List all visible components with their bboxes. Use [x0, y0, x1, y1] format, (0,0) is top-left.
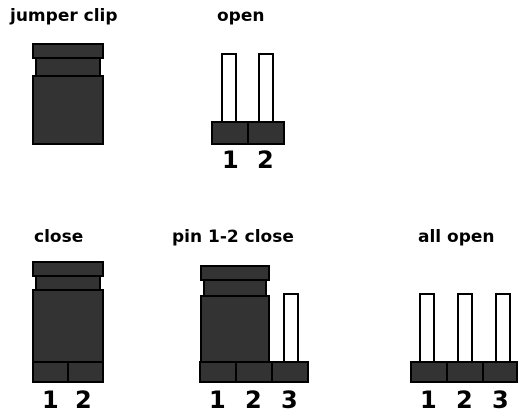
- label-jumper-clip: jumper clip: [10, 6, 118, 26]
- open-header-icon: [211, 53, 285, 145]
- open-pin-number-2: 2: [257, 146, 274, 174]
- all-open-pin-number-3: 3: [492, 386, 509, 414]
- label-close: close: [34, 227, 84, 247]
- all-open-pin-number-1: 1: [420, 386, 437, 414]
- close-header-icon: [32, 261, 104, 383]
- label-all-open: all open: [418, 227, 495, 247]
- all-open-header-icon: [410, 293, 518, 383]
- open-pin-number-1: 1: [222, 146, 239, 174]
- close-pin-number-1: 1: [42, 386, 59, 414]
- pin-1-2-close-pin-number-2: 2: [245, 386, 262, 414]
- close-pin-number-2: 2: [75, 386, 92, 414]
- all-open-pin-number-2: 2: [456, 386, 473, 414]
- label-pin-1-2-close: pin 1-2 close: [172, 227, 294, 247]
- jumper-clip-icon: [32, 43, 104, 145]
- label-open: open: [217, 6, 265, 26]
- pin-1-2-close-pin-number-1: 1: [209, 386, 226, 414]
- pin-1-2-close-header-icon: [199, 265, 309, 383]
- pin-1-2-close-pin-number-3: 3: [281, 386, 298, 414]
